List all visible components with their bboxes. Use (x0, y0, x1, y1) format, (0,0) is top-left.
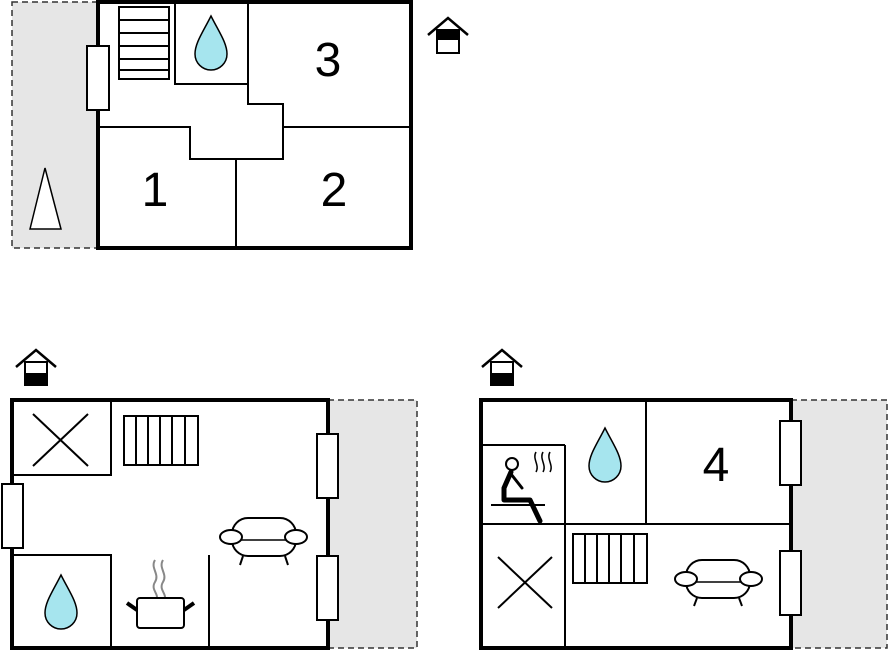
room-number-4: 4 (703, 439, 730, 492)
ground-left-window-west (1, 483, 24, 549)
upper-floor-plan: 1 2 3 (11, 0, 413, 250)
open-space-x-icon (497, 556, 553, 609)
ground-right-outer-wall (479, 398, 793, 650)
upper-window (86, 45, 110, 111)
ground-left-floor-plan (1, 398, 418, 650)
water-drop-icon (44, 573, 78, 630)
ground-left-window-east-2 (316, 555, 339, 621)
ground-left-window-east-1 (316, 433, 339, 499)
room-number-1: 1 (142, 164, 169, 217)
radiator-icon (123, 415, 199, 466)
radiator-icon (572, 533, 648, 584)
open-space-x-icon (32, 413, 89, 467)
cooking-pot-icon (125, 559, 196, 629)
ground-right-terrace (790, 399, 888, 649)
ground-right-window-east-1 (779, 420, 802, 486)
room-number-2: 2 (321, 164, 348, 217)
ground-right-floor-plan: 4 (479, 398, 888, 650)
ground-left-bath-wall (14, 554, 112, 646)
ground-left-void-wall (14, 402, 112, 476)
upper-outer-wall (96, 0, 413, 250)
staircase-icon (118, 6, 170, 80)
house-level-icon (481, 348, 523, 386)
water-drop-icon (588, 426, 622, 483)
sofa-icon (674, 559, 763, 607)
upper-hall-wall (100, 2, 284, 160)
tree-icon (29, 167, 62, 230)
sofa-icon (219, 517, 308, 566)
water-drop-icon (194, 14, 228, 71)
ground-right-window-east-2 (779, 550, 802, 616)
house-level-icon (15, 348, 57, 386)
house-level-icon (427, 16, 469, 54)
ground-left-terrace (327, 399, 418, 649)
room-number-3: 3 (315, 34, 342, 87)
sauna-icon (491, 451, 552, 524)
